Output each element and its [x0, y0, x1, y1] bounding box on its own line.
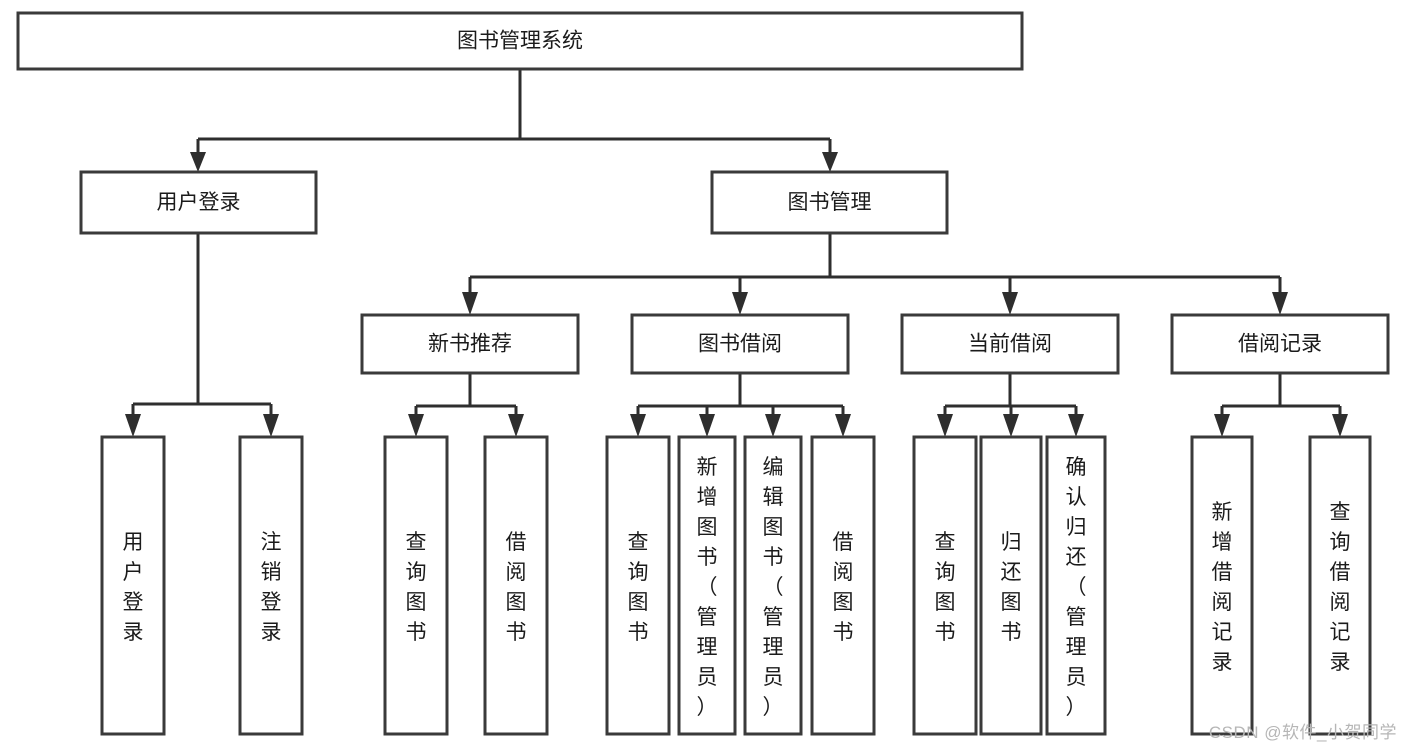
node-box-leaf-query-book-borrow[interactable]: [605, 435, 671, 736]
node-current-borrow[interactable]: 当前借阅: [900, 313, 1120, 375]
arrow-leaf-query-book-rec-icon: [408, 414, 424, 437]
connector-layer: [125, 69, 1348, 437]
node-box-user-login[interactable]: [79, 170, 318, 235]
arrow-new-book-recommend-icon: [462, 292, 478, 315]
node-leaf-return-book[interactable]: 归还图书: [979, 435, 1043, 736]
arrow-leaf-user-logout-icon: [263, 414, 279, 437]
arrow-leaf-query-book-borrow-icon: [630, 414, 646, 437]
arrow-user-login-icon: [190, 152, 206, 172]
node-label-user-login: 用户登录: [157, 191, 241, 214]
node-label-leaf-borrow-book-rec: 借阅图书: [506, 531, 527, 644]
node-leaf-query-book-borrow[interactable]: 查询图书: [605, 435, 671, 736]
node-label-book-borrow: 图书借阅: [698, 333, 782, 356]
node-leaf-user-logout[interactable]: 注销登录: [238, 435, 304, 736]
node-box-leaf-user-logout[interactable]: [238, 435, 304, 736]
node-box-leaf-confirm-return[interactable]: [1045, 435, 1107, 736]
node-label-leaf-query-book-current: 查询图书: [935, 531, 956, 644]
node-box-leaf-add-book[interactable]: [677, 435, 737, 736]
node-box-leaf-query-book-rec[interactable]: [383, 435, 449, 736]
node-box-leaf-query-borrow-record[interactable]: [1308, 435, 1372, 736]
node-box-book-management[interactable]: [710, 170, 949, 235]
arrow-leaf-confirm-return-icon: [1068, 414, 1084, 437]
node-leaf-edit-book[interactable]: 编辑图书（管理员）: [743, 435, 803, 736]
node-box-leaf-edit-book[interactable]: [743, 435, 803, 736]
arrow-leaf-user-login-icon: [125, 414, 141, 437]
node-label-new-book-recommend: 新书推荐: [428, 333, 512, 356]
node-box-borrow-record[interactable]: [1170, 313, 1390, 375]
node-leaf-confirm-return[interactable]: 确认归还（管理员）: [1045, 435, 1107, 736]
arrow-leaf-query-borrow-record-icon: [1332, 414, 1348, 437]
node-box-leaf-borrow-book-rec[interactable]: [483, 435, 549, 736]
node-book-borrow[interactable]: 图书借阅: [630, 313, 850, 375]
node-leaf-query-borrow-record[interactable]: 查询借阅记录: [1308, 435, 1372, 736]
arrow-current-borrow-icon: [1002, 292, 1018, 315]
arrow-book-borrow-icon: [732, 292, 748, 315]
node-label-leaf-borrow-book: 借阅图书: [833, 531, 854, 644]
node-leaf-query-book-rec[interactable]: 查询图书: [383, 435, 449, 736]
node-leaf-query-book-current[interactable]: 查询图书: [912, 435, 978, 736]
node-label-book-management: 图书管理: [788, 191, 872, 214]
node-label-current-borrow: 当前借阅: [968, 333, 1052, 356]
node-label-leaf-query-book-borrow: 查询图书: [628, 531, 649, 644]
arrow-book-management-icon: [822, 152, 838, 172]
watermark: CSDN @软件_小贺同学: [1208, 723, 1397, 742]
node-label-leaf-return-book: 归还图书: [1001, 531, 1022, 644]
arrow-borrow-record-icon: [1272, 292, 1288, 315]
node-box-leaf-return-book[interactable]: [979, 435, 1043, 736]
node-book-management[interactable]: 图书管理: [710, 170, 949, 235]
node-leaf-user-login[interactable]: 用户登录: [100, 435, 166, 736]
node-box-book-borrow[interactable]: [630, 313, 850, 375]
node-label-leaf-user-login: 用户登录: [123, 531, 144, 644]
node-box-leaf-add-borrow-record[interactable]: [1190, 435, 1254, 736]
arrow-leaf-add-book-icon: [699, 414, 715, 437]
node-box-leaf-query-book-current[interactable]: [912, 435, 978, 736]
arrow-leaf-borrow-book-icon: [835, 414, 851, 437]
node-box-leaf-borrow-book[interactable]: [810, 435, 876, 736]
arrow-leaf-edit-book-icon: [765, 414, 781, 437]
node-label-borrow-record: 借阅记录: [1238, 333, 1322, 356]
node-label-leaf-add-borrow-record: 新增借阅记录: [1212, 501, 1233, 674]
node-leaf-borrow-book-rec[interactable]: 借阅图书: [483, 435, 549, 736]
node-label-leaf-edit-book: 编辑图书（管理员）: [763, 456, 784, 719]
arrow-leaf-borrow-book-rec-icon: [508, 414, 524, 437]
node-leaf-add-borrow-record[interactable]: 新增借阅记录: [1190, 435, 1254, 736]
node-label-leaf-query-book-rec: 查询图书: [406, 531, 427, 644]
node-box-root[interactable]: [16, 11, 1024, 71]
node-user-login[interactable]: 用户登录: [79, 170, 318, 235]
node-label-leaf-user-logout: 注销登录: [261, 531, 282, 644]
node-box-leaf-user-login[interactable]: [100, 435, 166, 736]
node-leaf-add-book[interactable]: 新增图书（管理员）: [677, 435, 737, 736]
node-label-leaf-confirm-return: 确认归还（管理员）: [1066, 456, 1087, 719]
node-borrow-record[interactable]: 借阅记录: [1170, 313, 1390, 375]
node-leaf-borrow-book[interactable]: 借阅图书: [810, 435, 876, 736]
node-root[interactable]: 图书管理系统: [16, 11, 1024, 71]
arrow-leaf-add-borrow-record-icon: [1214, 414, 1230, 437]
arrow-leaf-query-book-current-icon: [937, 414, 953, 437]
arrow-leaf-return-book-icon: [1003, 414, 1019, 437]
node-box-current-borrow[interactable]: [900, 313, 1120, 375]
node-label-leaf-query-borrow-record: 查询借阅记录: [1330, 501, 1351, 674]
node-new-book-recommend[interactable]: 新书推荐: [360, 313, 580, 375]
node-layer: 图书管理系统用户登录图书管理新书推荐图书借阅当前借阅借阅记录用户登录注销登录查询…: [16, 11, 1390, 736]
node-label-root: 图书管理系统: [457, 30, 583, 53]
node-label-leaf-add-book: 新增图书（管理员）: [697, 456, 718, 719]
node-box-new-book-recommend[interactable]: [360, 313, 580, 375]
